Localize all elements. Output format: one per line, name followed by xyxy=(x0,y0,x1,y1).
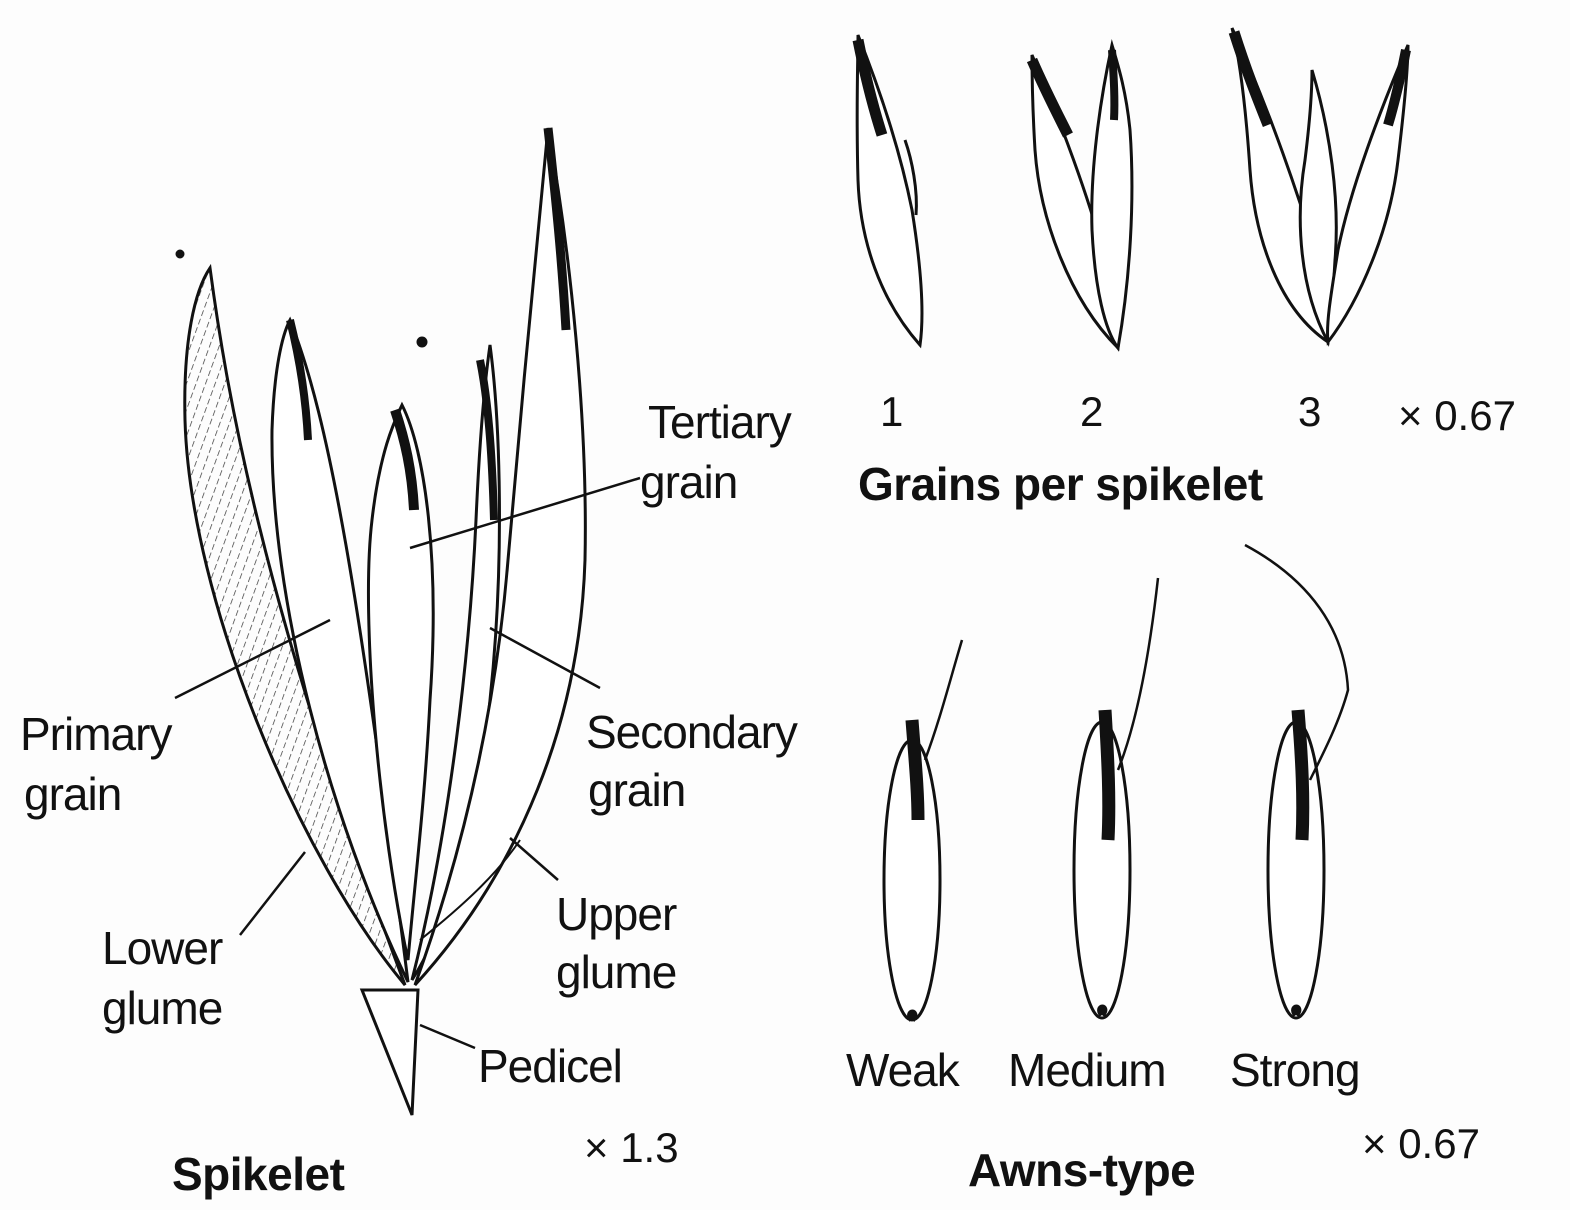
label-primary-line2: grain xyxy=(24,768,121,820)
label-primary-line1: Primary xyxy=(20,708,171,760)
label-lower-glume-line1: Lower xyxy=(102,922,222,974)
scale-grains-per-spikelet: × 0.67 xyxy=(1398,392,1516,440)
awns-type-illustrations xyxy=(884,545,1348,1020)
scale-spikelet: × 1.3 xyxy=(584,1124,679,1172)
awn-strong-label: Strong xyxy=(1230,1044,1360,1096)
caption-awns-type: Awns-type xyxy=(968,1144,1195,1196)
grain-count-2-drawing xyxy=(1032,45,1132,348)
awn-weak-label: Weak xyxy=(846,1044,959,1096)
grain-count-3-drawing xyxy=(1232,28,1408,342)
label-secondary-line1: Secondary xyxy=(586,706,797,758)
label-upper-glume-line1: Upper xyxy=(556,888,676,940)
leader-upper-glume xyxy=(510,838,558,880)
grain-count-3-label: 3 xyxy=(1298,388,1321,436)
leader-lower-glume xyxy=(240,852,305,935)
grain-count-1-label: 1 xyxy=(880,388,903,436)
label-secondary-line2: grain xyxy=(588,764,685,816)
label-tertiary-line1: Tertiary xyxy=(648,396,791,448)
label-pedicel: Pedicel xyxy=(478,1040,622,1092)
awn-medium-label: Medium xyxy=(1008,1044,1166,1096)
awn-strong-drawing xyxy=(1245,545,1348,1018)
label-tertiary-line2: grain xyxy=(640,456,737,508)
pedicel-shape xyxy=(362,990,418,1115)
grains-per-spikelet-illustrations xyxy=(857,28,1408,348)
caption-spikelet: Spikelet xyxy=(172,1148,344,1200)
leader-pedicel xyxy=(420,1025,475,1048)
label-upper-glume-line2: glume xyxy=(556,946,676,998)
awn-medium-drawing xyxy=(1074,578,1158,1018)
scale-awns-type: × 0.67 xyxy=(1362,1120,1480,1168)
caption-grains-per-spikelet: Grains per spikelet xyxy=(858,458,1263,510)
grain-count-2-label: 2 xyxy=(1080,388,1103,436)
label-lower-glume-line2: glume xyxy=(102,982,222,1034)
grain-count-1-drawing xyxy=(857,35,922,345)
awn-weak-drawing xyxy=(884,640,962,1020)
